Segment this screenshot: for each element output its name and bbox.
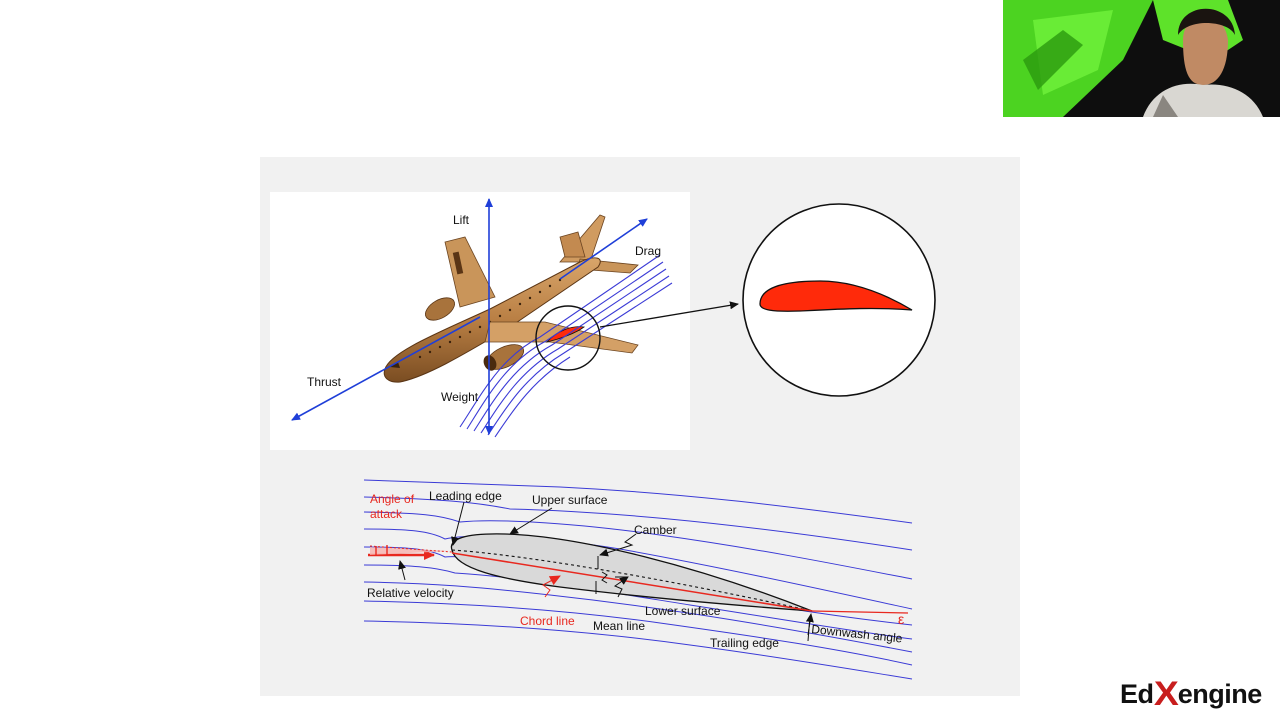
airfoil-section-red (759, 280, 913, 312)
upper-surface-label: Upper surface (532, 493, 608, 507)
diagram-canvas: Lift Drag Thrust Weight (270, 192, 936, 680)
slide: Lift Drag Thrust Weight (260, 157, 1020, 696)
trailing-edge-label: Trailing edge (710, 636, 779, 650)
presenter-webcam (1003, 0, 1280, 117)
angle-of-attack-label-2: attack (370, 507, 403, 521)
logo-text-ed: Ed (1120, 678, 1154, 709)
relative-velocity-label: Relative velocity (367, 586, 454, 600)
thrust-label: Thrust (307, 375, 342, 389)
weight-label: Weight (441, 390, 479, 404)
thrust-arrow (291, 316, 481, 421)
wing-streamlines (459, 254, 673, 438)
leading-edge-label: Leading edge (429, 489, 502, 503)
angle-of-attack-label-1: Angle of (370, 492, 415, 506)
chord-line-label: Chord line (520, 614, 575, 628)
drag-label: Drag (635, 244, 661, 258)
wing-zoom-circle (535, 305, 601, 371)
angle-of-attack-wedge (370, 547, 450, 555)
chord-line (451, 552, 813, 612)
downwash-line (811, 610, 909, 614)
camber-label: Camber (634, 523, 677, 537)
lift-label: Lift (453, 213, 470, 227)
lower-surface-label: Lower surface (645, 604, 721, 618)
mean-line-dashed (451, 549, 813, 612)
mean-line-label: Mean line (593, 619, 645, 633)
logo-text-engine: engine (1177, 678, 1263, 709)
zoom-arrow (599, 301, 739, 328)
drag-arrow (559, 218, 648, 280)
epsilon-label: ε (898, 611, 904, 627)
logo-x-mark: X (1153, 674, 1178, 713)
